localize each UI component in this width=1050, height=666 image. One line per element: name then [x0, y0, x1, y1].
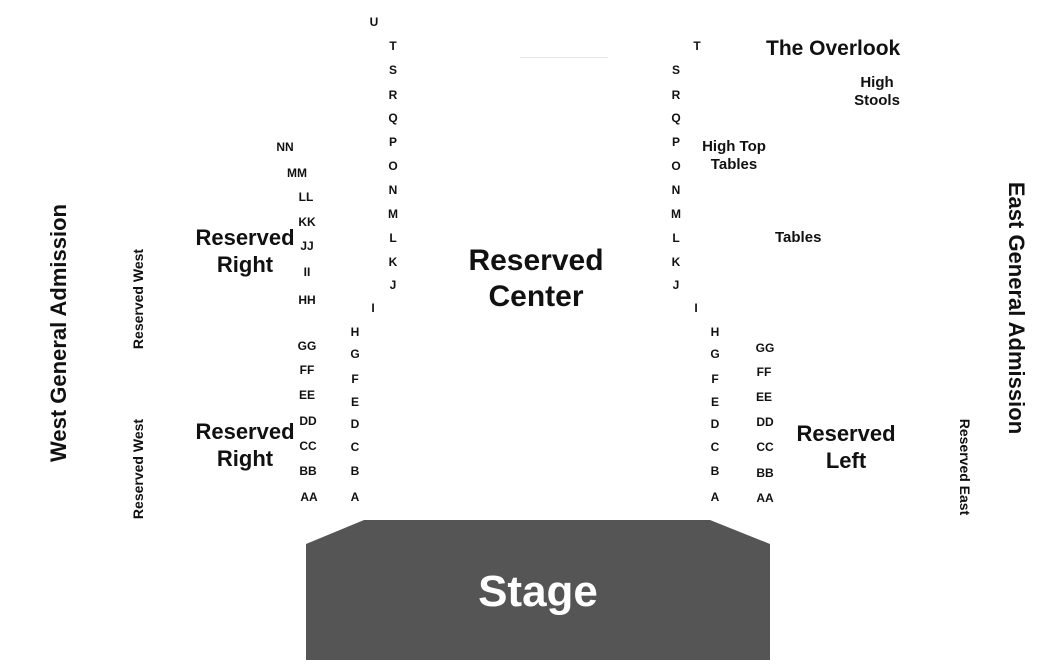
row-label: R	[388, 88, 398, 102]
section-reserved-right-lower[interactable]: Reserved Right	[195, 418, 294, 472]
row-label: AA	[756, 491, 774, 505]
section-reserved-west-upper[interactable]: Reserved West	[130, 248, 146, 350]
row-label: NN	[276, 140, 294, 154]
row-label: L	[389, 231, 397, 245]
row-label: A	[350, 490, 360, 504]
row-label: M	[671, 207, 681, 221]
section-west-general-admission[interactable]: West General Admission	[46, 204, 71, 462]
row-label: H	[710, 325, 720, 339]
row-label: A	[710, 490, 720, 504]
row-label: HH	[298, 293, 316, 307]
row-label: S	[388, 63, 398, 77]
section-label: High Top	[702, 138, 766, 155]
row-label: P	[671, 135, 681, 149]
row-label: M	[388, 207, 398, 221]
row-label: L	[672, 231, 680, 245]
row-label: II	[303, 265, 311, 279]
section-high-top-tables[interactable]: High Top Tables	[702, 138, 766, 174]
row-label: S	[671, 63, 681, 77]
section-label: Center	[488, 280, 584, 313]
row-label: K	[388, 255, 398, 269]
row-label: LL	[298, 190, 314, 204]
section-label: Stools	[854, 92, 900, 109]
row-label: JJ	[300, 239, 314, 253]
row-label: O	[388, 159, 398, 173]
section-label: Tables	[710, 156, 758, 173]
row-label: FF	[299, 363, 315, 377]
section-reserved-left[interactable]: Reserved Left	[796, 420, 895, 474]
row-label: C	[710, 440, 720, 454]
row-label: N	[671, 183, 681, 197]
row-label: T	[389, 39, 397, 53]
section-label: Reserved	[195, 225, 295, 250]
row-label: CC	[756, 440, 774, 454]
row-label: B	[350, 464, 360, 478]
row-label: D	[350, 417, 360, 431]
stage-label: Stage	[478, 567, 598, 616]
row-label: J	[389, 278, 397, 292]
section-reserved-west-lower[interactable]: Reserved West	[130, 418, 146, 520]
section-label: Reserved	[468, 244, 604, 277]
row-label: BB	[299, 464, 317, 478]
row-label: U	[369, 15, 379, 29]
row-label: N	[388, 183, 398, 197]
row-label: O	[671, 159, 681, 173]
row-label: GG	[297, 339, 317, 353]
row-label: MM	[287, 166, 307, 180]
section-label: Reserved	[796, 421, 896, 446]
row-label: AA	[300, 490, 318, 504]
row-label: E	[710, 395, 720, 409]
row-label: DD	[756, 415, 774, 429]
row-label: G	[710, 347, 720, 361]
section-label: Reserved	[195, 419, 295, 444]
section-reserved-center[interactable]: Reserved Center	[468, 243, 603, 315]
row-label: B	[710, 464, 720, 478]
row-label: EE	[755, 390, 773, 404]
section-tables[interactable]: Tables	[775, 229, 822, 246]
section-reserved-right-upper[interactable]: Reserved Right	[195, 224, 294, 278]
row-label: Q	[388, 111, 398, 125]
row-label: H	[350, 325, 360, 339]
stage-polygon[interactable]	[306, 520, 770, 660]
row-label: DD	[299, 414, 317, 428]
section-the-overlook[interactable]: The Overlook	[766, 37, 901, 60]
row-label: C	[350, 440, 360, 454]
divider	[520, 57, 608, 58]
row-label: P	[388, 135, 398, 149]
row-label: I	[371, 301, 375, 315]
section-label: Left	[825, 448, 867, 473]
section-label: Right	[216, 446, 274, 471]
row-label: I	[694, 301, 698, 315]
row-label: GG	[755, 341, 775, 355]
row-label: T	[693, 39, 701, 53]
row-label: F	[351, 372, 359, 386]
row-label: E	[350, 395, 360, 409]
section-label: High	[860, 74, 894, 91]
section-east-general-admission[interactable]: East General Admission	[1004, 181, 1029, 435]
section-reserved-east[interactable]: Reserved East	[957, 418, 973, 516]
row-label: J	[672, 278, 680, 292]
row-label: G	[350, 347, 360, 361]
row-label: EE	[298, 388, 316, 402]
section-label: Right	[216, 252, 274, 277]
row-label: KK	[298, 215, 316, 229]
row-label: R	[671, 88, 681, 102]
row-label: BB	[756, 466, 774, 480]
row-label: CC	[299, 439, 317, 453]
row-label: FF	[756, 365, 772, 379]
row-label: F	[711, 372, 719, 386]
row-label: D	[710, 417, 720, 431]
row-label: Q	[671, 111, 681, 125]
section-high-stools[interactable]: High Stools	[854, 74, 900, 110]
row-label: K	[671, 255, 681, 269]
